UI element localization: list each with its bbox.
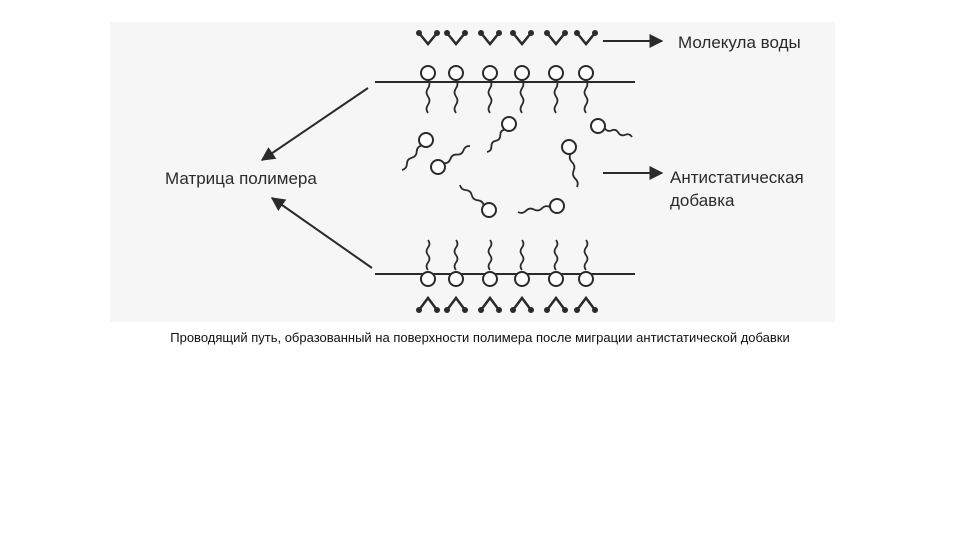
water-molecule-label: Молекула воды bbox=[678, 33, 801, 52]
additive-tail bbox=[583, 239, 589, 271]
water-molecule-top bbox=[512, 32, 532, 46]
additive-head bbox=[514, 271, 530, 287]
water-atom bbox=[478, 307, 484, 313]
water-atom bbox=[444, 307, 450, 313]
additive-tail bbox=[443, 145, 471, 165]
additive-head bbox=[482, 65, 498, 81]
water-molecule-bottom bbox=[446, 295, 466, 311]
water-atom bbox=[496, 30, 502, 36]
antistatic-label-line2: добавка bbox=[670, 191, 735, 210]
additive-tail bbox=[487, 239, 493, 271]
additive-head bbox=[590, 118, 606, 134]
additive-tail bbox=[568, 153, 579, 188]
additive-head bbox=[561, 139, 577, 155]
water-molecule-bottom bbox=[512, 295, 532, 311]
water-atom bbox=[510, 307, 516, 313]
water-atom bbox=[462, 307, 468, 313]
additive-head bbox=[418, 132, 434, 148]
water-atom bbox=[496, 307, 502, 313]
additive-tail bbox=[583, 79, 589, 114]
water-atom bbox=[510, 30, 516, 36]
additive-tail bbox=[425, 239, 431, 271]
water-molecule-top bbox=[446, 32, 466, 46]
water-atom bbox=[528, 307, 534, 313]
water-molecule-bottom bbox=[576, 295, 596, 311]
additive-head bbox=[514, 65, 530, 81]
additive-head bbox=[578, 65, 594, 81]
arrow-matrix-upper bbox=[260, 87, 369, 161]
water-atom bbox=[444, 30, 450, 36]
additive-tail bbox=[425, 79, 431, 114]
polymer-matrix-label: Матрица полимера bbox=[165, 169, 317, 188]
water-atom bbox=[562, 307, 568, 313]
water-atom bbox=[416, 30, 422, 36]
water-atom bbox=[434, 30, 440, 36]
additive-head bbox=[481, 202, 497, 218]
water-molecule-bottom bbox=[546, 295, 566, 311]
water-atom bbox=[592, 307, 598, 313]
additive-tail bbox=[487, 79, 493, 114]
water-atom bbox=[478, 30, 484, 36]
top-water-molecules bbox=[416, 30, 598, 46]
additive-tail bbox=[553, 79, 559, 114]
additive-tail bbox=[517, 205, 551, 214]
top-surface-additive-molecules bbox=[420, 65, 594, 114]
additive-head bbox=[578, 271, 594, 287]
figure-background bbox=[110, 22, 835, 322]
additive-tail bbox=[401, 144, 422, 171]
additive-tail bbox=[553, 239, 559, 271]
water-atom bbox=[574, 307, 580, 313]
water-atom bbox=[434, 307, 440, 313]
water-atom bbox=[528, 30, 534, 36]
water-atom bbox=[592, 30, 598, 36]
additive-tail bbox=[519, 79, 525, 114]
additive-tail bbox=[459, 184, 485, 206]
water-molecule-top bbox=[546, 32, 566, 46]
additive-head bbox=[430, 159, 446, 175]
water-atom bbox=[574, 30, 580, 36]
bottom-water-molecules bbox=[416, 295, 598, 313]
additive-tail bbox=[603, 127, 633, 138]
arrow-matrix-lower bbox=[270, 197, 373, 269]
water-atom bbox=[544, 307, 550, 313]
additive-tail bbox=[486, 128, 505, 153]
additive-tail bbox=[453, 79, 459, 114]
antistatic-label-line1: Антистатическая bbox=[670, 168, 804, 187]
additive-head bbox=[549, 198, 565, 214]
water-molecule-bottom bbox=[418, 295, 438, 311]
additive-head bbox=[501, 116, 517, 132]
additive-tail bbox=[453, 239, 459, 271]
additive-head bbox=[420, 65, 436, 81]
water-molecule-bottom bbox=[480, 295, 500, 311]
figure-caption: Проводящий путь, образованный на поверхн… bbox=[170, 330, 790, 345]
water-atom bbox=[462, 30, 468, 36]
migrating-additive-molecules bbox=[401, 116, 633, 218]
additive-head bbox=[548, 65, 564, 81]
water-molecule-top bbox=[418, 32, 438, 46]
water-atom bbox=[562, 30, 568, 36]
water-atom bbox=[544, 30, 550, 36]
water-molecule-top bbox=[480, 32, 500, 46]
additive-head bbox=[420, 271, 436, 287]
water-atom bbox=[416, 307, 422, 313]
additive-head bbox=[448, 271, 464, 287]
additive-tail bbox=[519, 239, 525, 271]
additive-head bbox=[482, 271, 498, 287]
additive-head bbox=[548, 271, 564, 287]
additive-head bbox=[448, 65, 464, 81]
bottom-surface-additive-molecules bbox=[420, 239, 594, 287]
water-molecule-top bbox=[576, 32, 596, 46]
